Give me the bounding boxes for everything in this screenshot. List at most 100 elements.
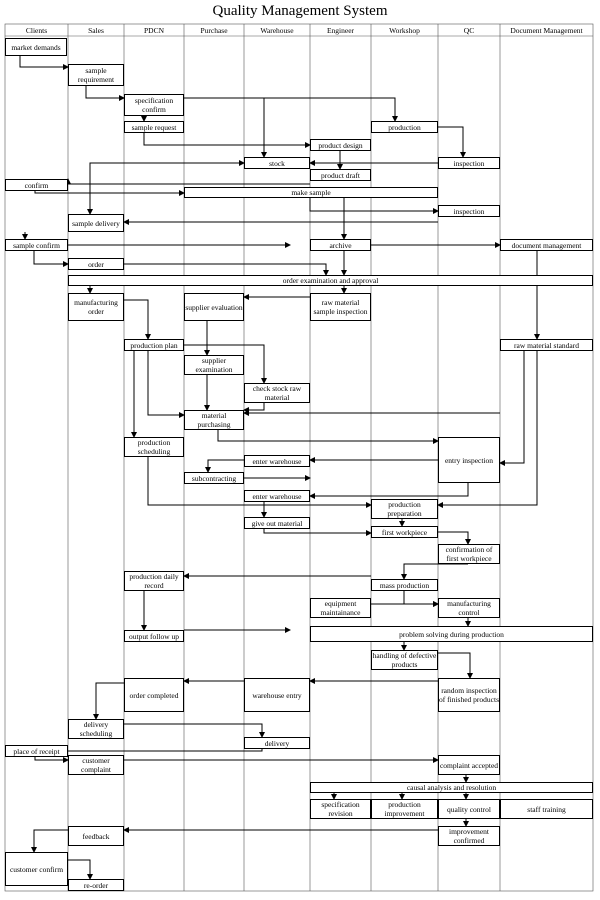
connector-arrow: [93, 682, 124, 720]
step-inspection: inspection: [438, 157, 500, 169]
connector-arrow: [438, 652, 473, 679]
step-make-sample: make sample: [184, 187, 438, 198]
connector-arrow: [438, 126, 466, 158]
step-sample-confirm: sample confirm: [5, 239, 68, 251]
connector-arrow: [124, 299, 151, 340]
connector-arrow: [124, 723, 265, 738]
step-supplier-evaluation: supplier evaluation: [184, 293, 244, 321]
connector-arrows: [19, 56, 540, 880]
step-problem-solving: problem solving during production: [310, 626, 593, 642]
step-quality-control: quality control: [438, 799, 500, 819]
step-raw-material-sample-inspection: raw material sample inspection: [310, 293, 371, 321]
connector-arrow: [89, 160, 245, 171]
lane-header-document-management: Document Management: [510, 26, 583, 35]
lane-header-engineer: Engineer: [326, 26, 355, 35]
step-supplier-examination: supplier examination: [184, 355, 244, 375]
step-handling-defective: handling of defective products: [371, 650, 438, 670]
connector-arrow: [309, 483, 469, 499]
step-causal-analysis: causal analysis and resolution: [310, 782, 593, 793]
step-customer-confirm: customer confirm: [5, 852, 68, 886]
step-first-workpiece: first workpiece: [371, 526, 438, 538]
lane-header-purchase: Purchase: [200, 26, 228, 35]
lane-header-pdcn: PDCN: [143, 26, 164, 35]
step-place-of-receipt: place of receipt: [5, 745, 68, 757]
step-order-completed: order completed: [124, 678, 184, 712]
step-enter-warehouse-2: enter warehouse: [244, 490, 310, 502]
step-output-follow-up: output follow up: [124, 630, 184, 642]
step-confirmation-first-workpiece: confirmation of first workpiece: [438, 544, 500, 564]
step-production-improvement: production improvement: [371, 799, 438, 819]
step-order-examination: order examination and approval: [68, 275, 593, 286]
step-specification-revision: specification revision: [310, 799, 371, 819]
connector-arrow: [147, 351, 185, 418]
step-production-preparation: production preparation: [371, 499, 438, 519]
step-check-stock-raw-material: check stock raw material: [244, 383, 310, 403]
connector-arrow: [205, 459, 244, 473]
step-sample-delivery: sample delivery: [68, 214, 124, 232]
step-sample-request: sample request: [124, 121, 184, 133]
step-inspection-2: inspection: [438, 205, 500, 217]
step-equipment-maintainance: equipment maintainance: [310, 598, 371, 618]
step-product-design: product design: [310, 139, 371, 151]
step-feedback: feedback: [68, 826, 124, 846]
connector-arrow: [401, 563, 468, 580]
step-delivery-scheduling: delivery scheduling: [68, 719, 124, 739]
connector-arrow: [184, 344, 267, 384]
connector-arrow: [437, 351, 538, 508]
connector-arrow: [217, 430, 439, 444]
connector-arrow: [34, 190, 185, 196]
step-entry-inspection: entry inspection: [438, 437, 500, 483]
step-raw-material-standard: raw material standard: [500, 339, 593, 351]
step-complaint-accepted: complaint accepted: [438, 755, 500, 775]
connector-arrow: [147, 457, 372, 508]
diagram-title: Quality Management System: [212, 3, 388, 19]
connector-arrow: [85, 86, 125, 101]
step-order: order: [68, 258, 124, 270]
step-manufacturing-control: manufacturing control: [438, 598, 500, 618]
connector-arrow: [33, 251, 69, 267]
connector-arrow: [243, 403, 265, 413]
step-delivery: delivery: [244, 737, 310, 749]
connector-arrow: [309, 198, 439, 214]
step-market-demands: market demands: [5, 38, 67, 56]
connector-arrow: [499, 351, 525, 466]
step-subcontracting: subcontracting: [184, 472, 244, 484]
connector-arrow: [34, 757, 69, 763]
connector-arrow: [68, 859, 93, 880]
step-give-out-material: give out material: [244, 517, 310, 529]
connector-arrow: [184, 97, 398, 122]
step-archive: archive: [310, 239, 371, 251]
step-specification-confirm: specification confirm: [124, 94, 184, 116]
step-product-draft: product draft: [310, 169, 371, 181]
step-re-order: re-order: [68, 879, 124, 891]
connector-arrow: [19, 56, 69, 70]
connector-arrow: [31, 829, 68, 853]
step-production-plan: production plan: [124, 339, 184, 351]
step-manufacturing-order: manufacturing order: [68, 293, 124, 321]
connector-arrow: [403, 591, 439, 607]
lane-header-clients: Clients: [25, 26, 48, 35]
step-stock: stock: [244, 157, 310, 169]
step-material-purchasing: material purchasing: [184, 410, 244, 430]
lane-header-sales: Sales: [88, 26, 104, 35]
lane-header-qc: QC: [463, 26, 475, 35]
connector-arrow: [124, 263, 329, 276]
step-enter-warehouse: enter warehouse: [244, 455, 310, 467]
step-confirm: confirm: [5, 179, 68, 191]
connector-arrow: [143, 133, 311, 148]
step-warehouse-entry: warehouse entry: [244, 678, 310, 712]
step-improvement-confirmed: improvement confirmed: [438, 826, 500, 846]
connector-arrow: [263, 529, 372, 536]
connector-arrow: [34, 748, 263, 754]
step-random-inspection: random inspection of finished products: [438, 678, 500, 712]
step-production-daily-record: production daily record: [124, 571, 184, 591]
step-production-scheduling: production scheduling: [124, 437, 184, 457]
step-customer-complaint: customer complaint: [68, 755, 124, 775]
step-sample-requirement: sample requirement: [68, 64, 124, 86]
step-document-management: document management: [500, 239, 593, 251]
connector-arrow: [438, 531, 471, 545]
step-production: production: [371, 121, 438, 133]
step-mass-production: mass production: [371, 579, 438, 591]
step-staff-training: staff training: [500, 799, 593, 819]
lane-header-workshop: Workshop: [389, 26, 420, 35]
